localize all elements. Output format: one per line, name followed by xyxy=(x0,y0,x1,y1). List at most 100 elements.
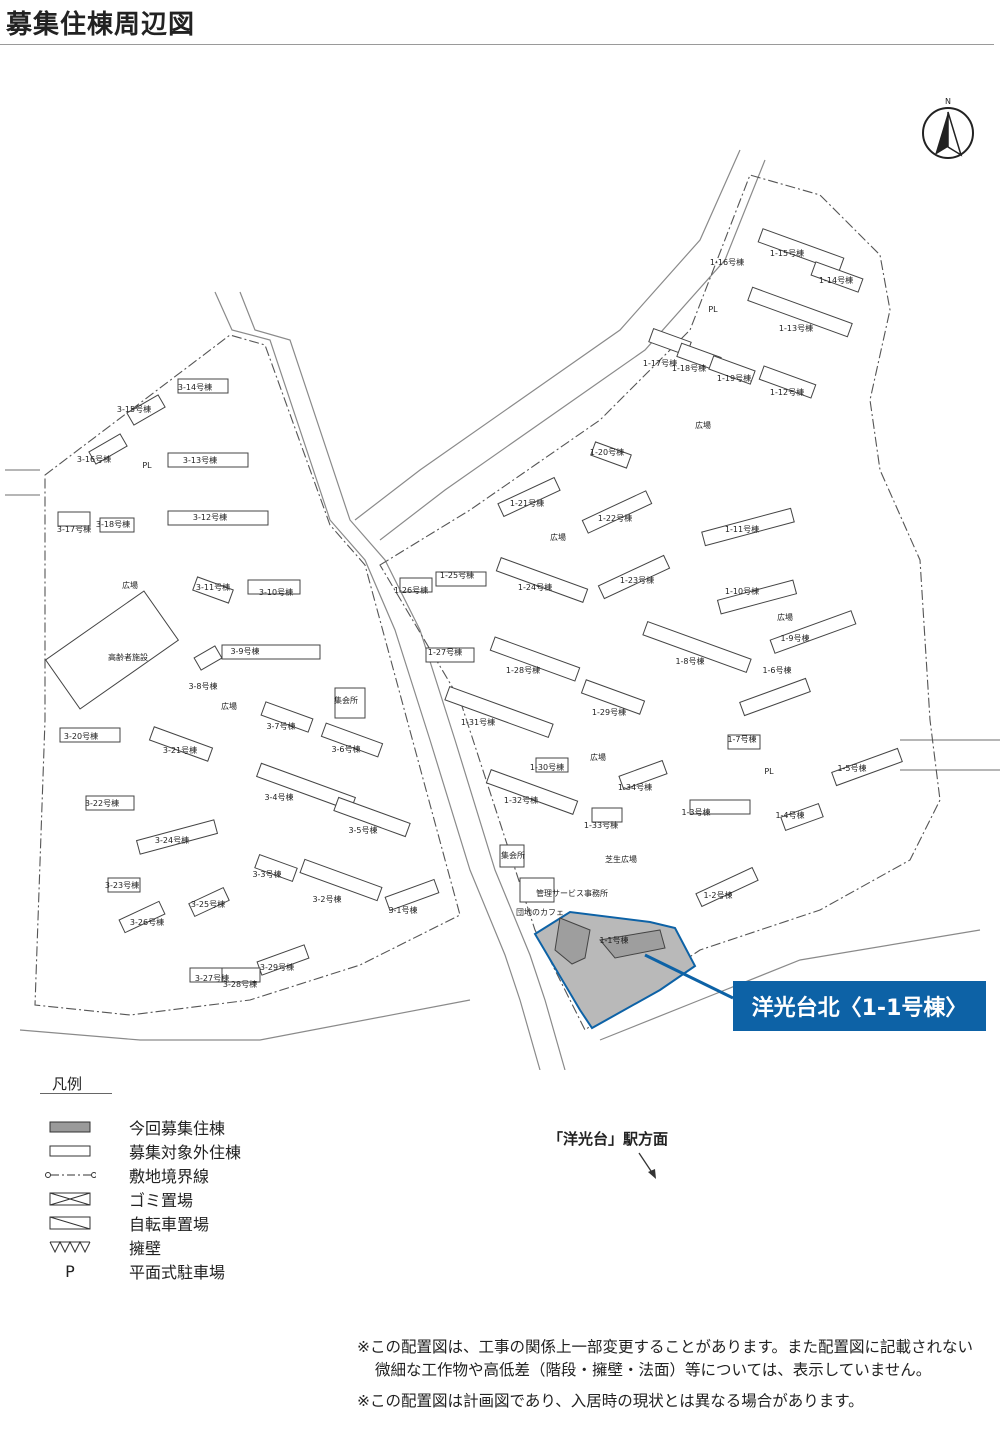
building-label: 1-9号棟 xyxy=(780,633,809,643)
building-label: 3-25号棟 xyxy=(191,899,225,909)
building-label: 3-8号棟 xyxy=(188,681,217,691)
building-label: 3-10号棟 xyxy=(259,587,293,597)
building-label: 3-22号棟 xyxy=(85,798,119,808)
building-footprint xyxy=(590,441,632,469)
building-footprint xyxy=(334,687,366,719)
facility-label: 団地のカフェ xyxy=(516,907,564,917)
facility-label: 芝生広場 xyxy=(605,854,637,864)
building-label: 3-3号棟 xyxy=(252,869,281,879)
building-footprint xyxy=(299,858,383,902)
building-label: 3-29号棟 xyxy=(260,962,294,972)
building-footprint xyxy=(320,722,384,758)
callout-leader xyxy=(644,953,734,1000)
building-label: 1-19号棟 xyxy=(717,373,751,383)
facility-label: 広場 xyxy=(221,701,237,711)
building-label: 1-14号棟 xyxy=(819,275,853,285)
building-footprint xyxy=(148,726,214,762)
target-building xyxy=(554,917,666,965)
building-footprint xyxy=(193,645,223,671)
legend-label: 募集対象外住棟 xyxy=(129,1143,242,1162)
building-footprint xyxy=(831,747,903,787)
dash-dot-line-icon xyxy=(44,1167,96,1183)
building-footprint xyxy=(425,647,475,663)
building-label: 1-24号棟 xyxy=(518,582,552,592)
building-footprint xyxy=(59,727,121,743)
empty-rect-icon xyxy=(44,1143,96,1159)
legend-item-bicycle: 自転車置場 xyxy=(44,1212,209,1234)
legend-item-wall: 擁壁 xyxy=(44,1236,161,1258)
building-footprint xyxy=(188,886,230,918)
building-label: 3-24号棟 xyxy=(155,835,189,845)
building-footprint xyxy=(769,610,857,654)
building-footprint xyxy=(747,286,853,338)
building-footprint xyxy=(118,900,166,934)
building-label: 3-23号棟 xyxy=(105,880,139,890)
building-footprint xyxy=(810,261,864,293)
building-label: 1-20号棟 xyxy=(590,447,624,457)
building-footprint xyxy=(780,802,824,832)
building-label: 3-27号棟 xyxy=(195,973,229,983)
building-label: 3-4号棟 xyxy=(264,792,293,802)
building-footprint xyxy=(727,734,761,750)
building-footprint xyxy=(99,517,135,533)
note-1: ※この配置図は、工事の関係上一部変更することがあります。また配置図に記載されない… xyxy=(357,1338,973,1379)
legend-item-parking: P 平面式駐車場 xyxy=(44,1260,225,1283)
building-footprints xyxy=(44,228,903,983)
building-footprint xyxy=(701,507,795,547)
building-label: 1-15号棟 xyxy=(770,248,804,258)
building-label: 3-7号棟 xyxy=(266,721,295,731)
building-label: 3-14号棟 xyxy=(178,382,212,392)
building-footprint xyxy=(444,685,554,739)
zigzag-icon xyxy=(44,1239,96,1255)
building-footprint xyxy=(192,576,234,604)
building-label: 1-17号棟 xyxy=(643,358,677,368)
building-label: 1-29号棟 xyxy=(592,707,626,717)
facility-label: PL xyxy=(142,461,152,470)
legend-label: 自転車置場 xyxy=(129,1215,210,1234)
building-footprint xyxy=(618,759,668,791)
building-footprint xyxy=(221,644,321,660)
building-label: 1-33号棟 xyxy=(584,820,618,830)
legend-item-garbage: ゴミ置場 xyxy=(44,1188,193,1210)
building-label: 1-18号棟 xyxy=(672,363,706,373)
note-2: ※この配置図は計画図であり、入居時の現状とは異なる場合があります。 xyxy=(357,1392,864,1410)
target-building-callout[interactable]: 洋光台北〈1-1号棟〉 xyxy=(733,981,986,1031)
facility-label: 広場 xyxy=(550,532,566,542)
legend-label: 擁壁 xyxy=(129,1239,162,1258)
building-label: 1-26号棟 xyxy=(394,585,428,595)
building-label: 3-9号棟 xyxy=(230,646,259,656)
building-footprint xyxy=(107,877,141,893)
diagonal-box-icon xyxy=(44,1215,96,1231)
building-label: 1-22号棟 xyxy=(598,513,632,523)
building-label: 3-20号棟 xyxy=(64,731,98,741)
building-label: 3-21号棟 xyxy=(163,745,197,755)
legend-label: 今回募集住棟 xyxy=(129,1119,226,1138)
target-building-area[interactable] xyxy=(533,910,734,1030)
building-footprint xyxy=(695,866,759,908)
building-footprint xyxy=(499,844,525,868)
building-label: 1-6号棟 xyxy=(762,665,791,675)
building-label: 1-13号棟 xyxy=(779,323,813,333)
x-box-icon xyxy=(44,1191,96,1207)
facility-label: 広場 xyxy=(122,580,138,590)
facility-label: 高齢者施設 xyxy=(108,652,148,662)
building-footprint xyxy=(88,433,128,465)
roads xyxy=(5,149,1000,1070)
building-footprint xyxy=(489,636,581,682)
building-footprint xyxy=(495,557,589,603)
building-footprint xyxy=(85,795,135,811)
building-footprint xyxy=(580,679,646,715)
facility-label: 集会所 xyxy=(334,695,358,705)
building-footprint xyxy=(167,452,249,468)
building-label: 3-13号棟 xyxy=(183,455,217,465)
filled-rect-icon xyxy=(44,1119,96,1135)
road xyxy=(239,291,566,1070)
facility-label: 管理サービス事務所 xyxy=(536,888,608,898)
north-label: N xyxy=(945,97,951,106)
building-label: 1-23号棟 xyxy=(620,575,654,585)
legend-label: ゴミ置場 xyxy=(129,1191,194,1210)
facility-label: 広場 xyxy=(590,752,606,762)
building-label: 3-26号棟 xyxy=(130,917,164,927)
building-footprint xyxy=(497,476,561,518)
